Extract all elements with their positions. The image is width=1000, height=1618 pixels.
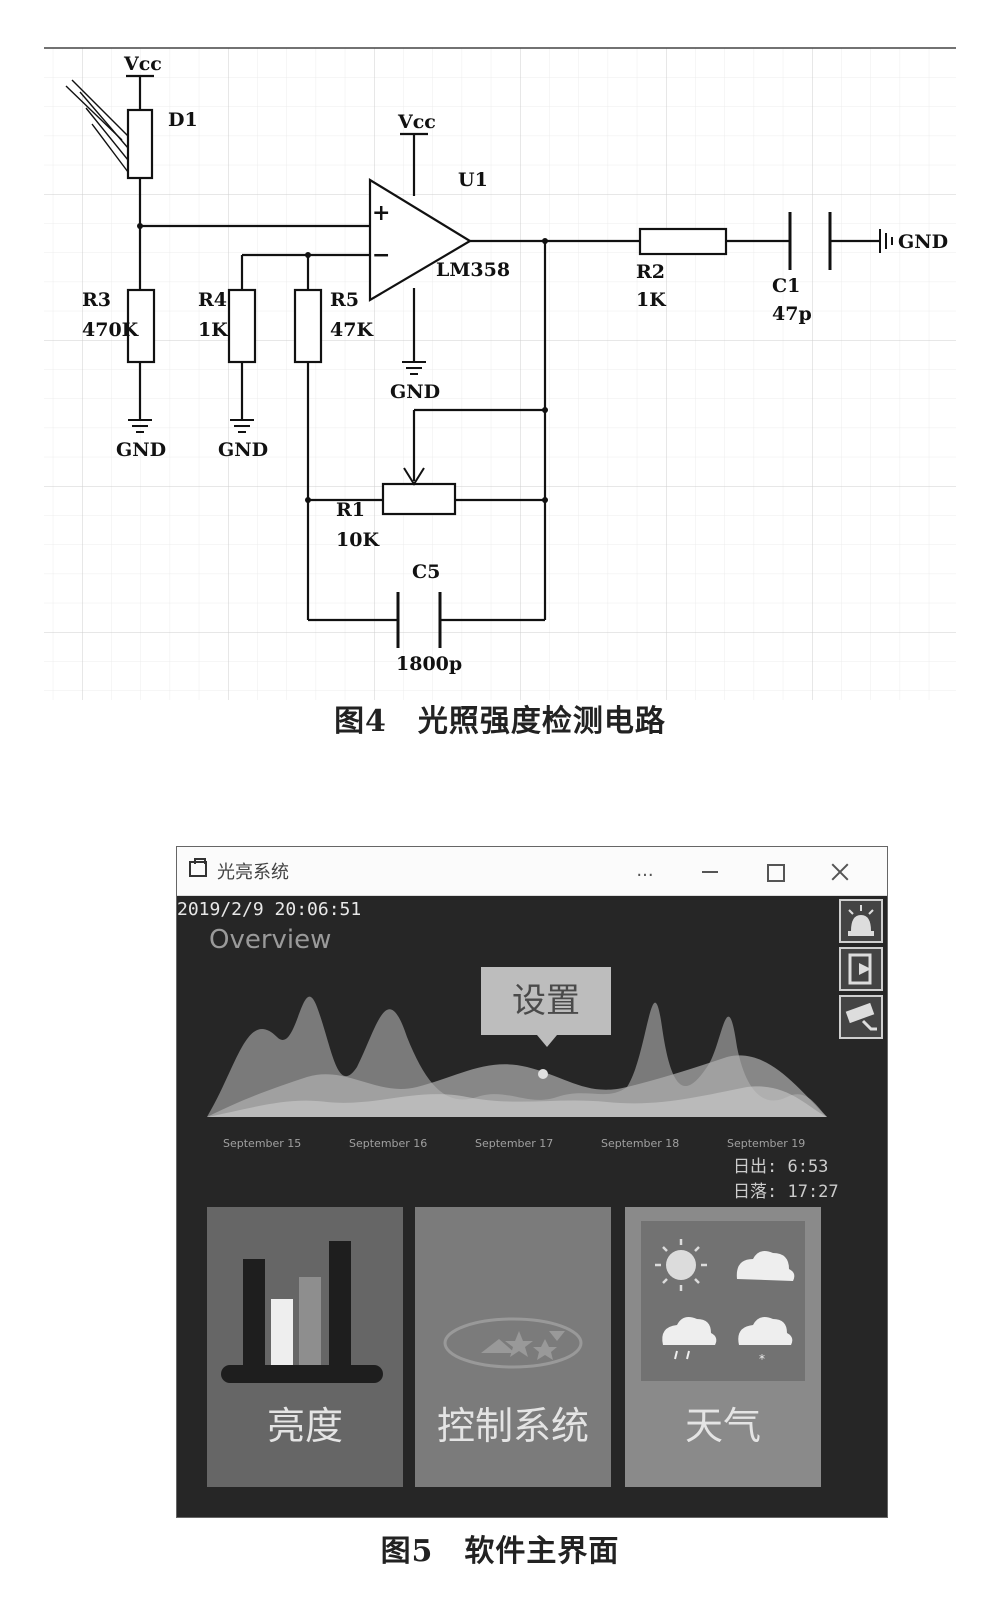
tile-label: 控制系统	[436, 1404, 589, 1448]
r4-value: 1K	[198, 319, 229, 341]
overview-wave-chart	[207, 996, 827, 1117]
camera-button[interactable]	[839, 995, 883, 1039]
date-label: September 15	[223, 1137, 302, 1150]
date-label: September 17	[475, 1137, 554, 1150]
r2-resistor	[638, 227, 728, 256]
cloudy-icon	[736, 1251, 795, 1281]
overview-heading: Overview	[209, 925, 332, 955]
major-grid	[44, 48, 956, 700]
r2-value: 1K	[636, 289, 667, 311]
tooltip-point	[538, 1069, 548, 1079]
svg-text:*: *	[759, 1352, 765, 1366]
c5-capacitor	[396, 592, 442, 648]
r1-name: R1	[336, 499, 365, 521]
r2-name: R2	[636, 261, 665, 283]
camera-icon	[845, 1002, 877, 1031]
d1-label: D1	[168, 109, 198, 131]
r4-name: R4	[198, 289, 227, 311]
r1-value: 10K	[336, 529, 380, 551]
control-system-icon	[443, 1317, 583, 1369]
exit-door-icon	[848, 953, 872, 985]
rain-icon	[662, 1317, 717, 1360]
alarm-light-icon	[848, 905, 874, 936]
plus-sign: +	[372, 200, 390, 226]
alarm-light-button[interactable]	[839, 899, 883, 943]
r3-resistor	[126, 288, 156, 364]
gnd-label: GND	[116, 439, 166, 461]
snow-icon: *	[738, 1317, 793, 1366]
more-button[interactable]: ...	[636, 860, 654, 881]
settings-tooltip[interactable]: 设置	[481, 967, 611, 1047]
wires	[138, 76, 880, 622]
weather-tile[interactable]: * 天气	[625, 1207, 821, 1487]
close-button[interactable]	[817, 851, 863, 891]
r5-name: R5	[330, 289, 359, 311]
window-title: 光亮系统	[217, 862, 289, 883]
gnd-label: GND	[218, 439, 268, 461]
weather-icon-panel: *	[641, 1221, 805, 1381]
vcc-label: Vcc	[397, 111, 436, 133]
tile-label: 天气	[684, 1404, 761, 1448]
d1-photoresistor	[126, 108, 154, 180]
c1-value: 47p	[772, 303, 812, 325]
ground-symbols	[128, 229, 893, 433]
gnd-label: GND	[390, 381, 440, 403]
date-label: September 18	[601, 1137, 680, 1150]
light-arrows-icon	[65, 79, 129, 173]
minimize-button[interactable]	[687, 851, 733, 891]
brightness-tile[interactable]: 亮度	[207, 1207, 403, 1487]
r5-resistor	[293, 288, 323, 364]
c5-name: C5	[412, 561, 440, 583]
r5-value: 47K	[330, 319, 374, 341]
r4-resistor	[227, 288, 257, 364]
figure5-caption: 图5 软件主界面	[380, 1534, 620, 1569]
lm358-opamp	[368, 178, 473, 302]
sunrise-time: 日出: 6:53	[733, 1157, 829, 1177]
tile-label: 亮度	[266, 1404, 343, 1448]
datetime-display: 2019/2/9 20:06:51	[177, 899, 362, 920]
c1-capacitor	[788, 212, 832, 270]
sun-icon	[655, 1239, 707, 1291]
maximize-button[interactable]	[752, 851, 798, 891]
r1-potentiometer	[381, 482, 457, 516]
c1-name: C1	[772, 275, 800, 297]
light-sensor-circuit-schematic: Vcc Vcc D1 U1 LM358 + − R3 470K R4 1K R5…	[44, 47, 956, 700]
figure4-caption: 图4 光照强度检测电路	[334, 704, 666, 739]
junction-dots	[137, 223, 548, 503]
control-system-tile[interactable]: 控制系统	[415, 1207, 611, 1487]
exit-button[interactable]	[839, 947, 883, 991]
bar-chart-icon	[221, 1241, 383, 1383]
c5-value: 1800p	[396, 653, 462, 675]
r3-value: 470K	[82, 319, 140, 341]
vcc-label: Vcc	[123, 53, 162, 75]
sunset-time: 日落: 17:27	[733, 1182, 839, 1202]
app-icon	[189, 858, 207, 877]
opamp-label: LM358	[436, 259, 510, 281]
wiper-arrow-icon	[403, 467, 425, 486]
minus-sign: −	[372, 242, 390, 268]
gnd-label: GND	[898, 231, 948, 253]
r3-name: R3	[82, 289, 111, 311]
title-bar: 光亮系统 ...	[177, 847, 887, 896]
date-label: September 19	[727, 1137, 806, 1150]
date-label: September 16	[349, 1137, 428, 1150]
u1-label: U1	[458, 169, 488, 191]
software-main-window: 光亮系统 ... 2019/2/9 20:06:51 Overview 设置	[176, 846, 888, 1518]
weather-icons: *	[655, 1239, 795, 1366]
